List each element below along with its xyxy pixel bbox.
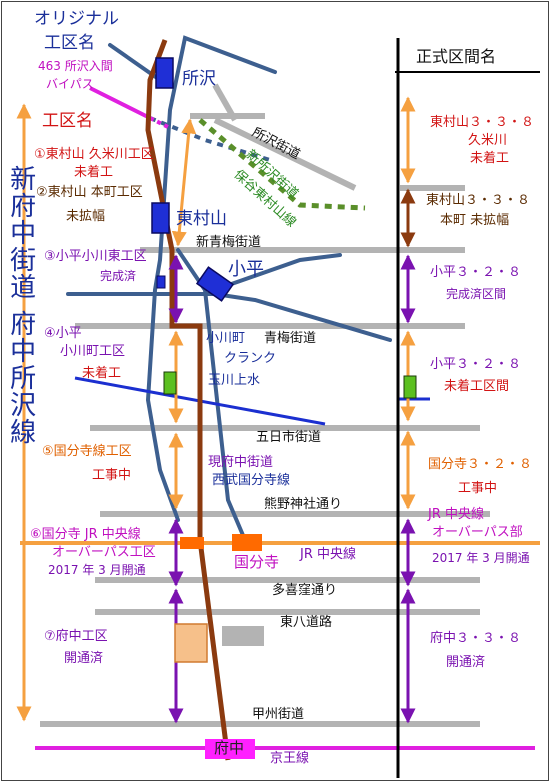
route-name-left: 新府中街道	[5, 165, 36, 300]
station-label-tokorozawa: 所沢	[182, 69, 216, 89]
water-gate-marker-right	[403, 375, 417, 399]
station-marker-fuchu-bg	[174, 623, 208, 663]
building-gray	[222, 626, 264, 646]
bypass-label-2: バイパス	[46, 77, 94, 91]
right-section-2-name: 東村山３・３・８	[426, 193, 531, 208]
station-label-fuchu: 府中	[214, 739, 245, 757]
water-gate-marker-left	[163, 371, 177, 395]
road-label-jr-chuo: JR 中央線	[300, 547, 356, 562]
road-label-itsukaichi: 五日市街道	[256, 430, 322, 445]
right-section-1-sub: 久米川	[468, 133, 508, 148]
road-label-keio: 京王線	[270, 751, 310, 766]
rail-kodaira-haijima	[218, 253, 342, 290]
section-6-sub: オーバーパス工区	[52, 545, 156, 560]
road-label-crank: クランク	[224, 351, 277, 366]
station-marker-kokubunji-2	[232, 534, 262, 551]
section-4-name-1: ④小平	[44, 326, 82, 341]
road-hogo-dashed	[198, 118, 366, 211]
section-4-status: 未着工	[82, 366, 122, 381]
road-label-oume: 青梅街道	[264, 331, 317, 346]
road-network	[40, 83, 490, 727]
road-label-ogawa-cho: 小川町	[206, 331, 246, 346]
section-5-status: 工事中	[92, 468, 132, 483]
rail-kodaira-branch	[66, 292, 392, 342]
right-section-1-status: 未着工	[470, 151, 510, 166]
station-label-higashimurayama: 東村山	[176, 209, 227, 229]
legend-original-2: 工区名	[44, 33, 95, 53]
road-label-tamagawa: 玉川上水	[208, 373, 261, 388]
station-label-kodaira: 小平	[228, 259, 264, 280]
section-2-status: 未拡幅	[66, 209, 106, 224]
bypass-label-1: 463 所沢入間	[38, 59, 113, 73]
right-section-2-status: 本町 未拡幅	[440, 213, 510, 228]
road-label-shin-oume: 新青梅街道	[196, 235, 262, 250]
legend-section-name: 工区名	[42, 111, 93, 131]
rail-seibu-shinjuku	[145, 35, 277, 522]
right-section-7-name: 府中３・３・８	[430, 631, 522, 646]
legend-official-section: 正式区間名	[416, 47, 497, 66]
right-section-4-status: 未着工区間	[444, 379, 510, 394]
right-section-5-status: 工事中	[458, 481, 498, 496]
road-label-koshu: 甲州街道	[252, 707, 305, 722]
section-7-name: ⑦府中工区	[44, 629, 108, 644]
station-marker-tokorozawa	[155, 57, 174, 89]
station-marker-higashimurayama	[151, 202, 170, 234]
station-marker-fuchu	[205, 739, 255, 759]
right-section-3-name: 小平３・２・８	[430, 265, 522, 280]
section-3-status: 完成済	[100, 269, 137, 283]
section-1-status: 未着工	[74, 165, 114, 180]
right-section-6-name: JR 中央線	[428, 507, 484, 522]
route-name-right: 府中所沢線	[5, 310, 36, 445]
road-tokorozawa-kaido	[213, 117, 357, 191]
station-marker-small	[156, 275, 166, 289]
section-1-name: ①東村山 久米川工区	[34, 147, 154, 162]
right-section-3-status: 完成済区間	[446, 287, 507, 301]
right-section-1-name: 東村山３・３・８	[430, 115, 535, 130]
road-label-takiyakubo: 多喜窪通り	[272, 583, 338, 598]
legend-original-1: オリジナル	[34, 9, 119, 29]
section-2-name: ②東村山 本町工区	[36, 185, 143, 200]
road-label-kumano: 熊野神社通り	[264, 497, 343, 512]
section-3-name: ③小平小川東工区	[44, 249, 147, 264]
right-section-4-name: 小平３・２・８	[430, 357, 522, 372]
seibu-railway	[66, 35, 392, 542]
arrow-section-1	[171, 118, 197, 247]
road-463-bypass	[89, 86, 151, 120]
section-4-name-2: 小川町工区	[60, 344, 126, 359]
station-marker-kokubunji-1	[180, 537, 204, 549]
station-marker-kodaira	[195, 266, 235, 302]
road-upper-curve	[212, 83, 238, 122]
section-5-name: ⑤国分寺線工区	[42, 444, 132, 459]
road-label-higashi-hachi: 東八道路	[280, 615, 333, 630]
right-section-6-sub: オーバーパス部	[432, 525, 523, 540]
right-section-6-status: 2017 年 3 月開通	[432, 551, 530, 565]
rail-seibu-kokubunji	[176, 248, 247, 542]
section-7-status: 開通済	[64, 651, 104, 666]
road-463-bypass-dashed	[149, 116, 169, 129]
section-6-name: ⑥国分寺 JR 中央線	[30, 527, 141, 542]
right-section-5-name: 国分寺３・２・８	[428, 457, 533, 472]
right-section-7-status: 開通済	[446, 655, 486, 670]
road-label-gen-fuchu: 現府中街道	[208, 455, 274, 470]
section-6-status: 2017 年 3 月開通	[48, 563, 146, 577]
station-label-kokubunji: 国分寺	[234, 553, 280, 571]
road-label-seibu-kokubunji: 西武国分寺線	[212, 473, 291, 488]
